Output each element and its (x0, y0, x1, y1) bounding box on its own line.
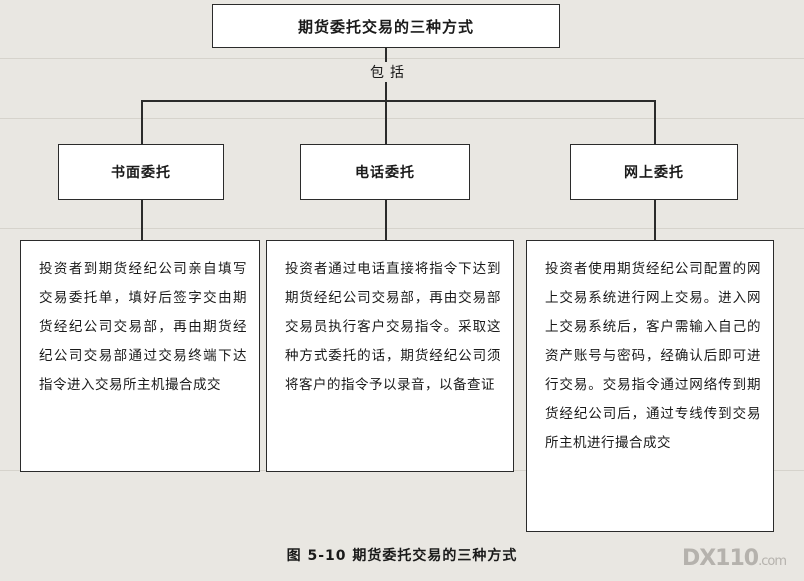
branch-connector-2 (385, 100, 387, 144)
method-label: 电话委托 (355, 165, 415, 181)
watermark-logo: DX110.com (681, 546, 787, 571)
method-node-online: 网上委托 (570, 144, 738, 200)
method-detail-online: 投资者使用期货经纪公司配置的网上交易系统进行网上交易。进入网上交易系统后，客户需… (526, 240, 774, 532)
detail-connector-3 (654, 200, 656, 240)
watermark-main: DX110 (681, 546, 759, 571)
method-description: 投资者使用期货经纪公司配置的网上交易系统进行网上交易。进入网上交易系统后，客户需… (545, 261, 761, 451)
bg-line (0, 228, 804, 229)
method-node-written: 书面委托 (58, 144, 224, 200)
detail-connector-1 (141, 200, 143, 240)
relation-label: 包括 (366, 62, 414, 82)
method-description: 投资者通过电话直接将指令下达到期货经纪公司交易部，再由交易部交易员执行客户交易指… (285, 261, 501, 393)
branch-bus (141, 100, 655, 102)
method-description: 投资者到期货经纪公司亲自填写交易委托单，填好后签字交由期货经纪公司交易部，再由期… (39, 261, 247, 393)
figure-caption: 图 5-10 期货委托交易的三种方式 (286, 548, 518, 564)
detail-connector-2 (385, 200, 387, 240)
watermark-suffix: .com (758, 554, 787, 569)
method-node-phone: 电话委托 (300, 144, 470, 200)
root-node: 期货委托交易的三种方式 (212, 4, 560, 48)
branch-connector-3 (654, 100, 656, 144)
method-detail-phone: 投资者通过电话直接将指令下达到期货经纪公司交易部，再由交易部交易员执行客户交易指… (266, 240, 514, 472)
method-detail-written: 投资者到期货经纪公司亲自填写交易委托单，填好后签字交由期货经纪公司交易部，再由期… (20, 240, 260, 472)
branch-connector-1 (141, 100, 143, 144)
method-label: 书面委托 (111, 165, 171, 181)
bg-line (0, 58, 804, 59)
bg-line (0, 118, 804, 119)
root-label: 期货委托交易的三种方式 (297, 17, 474, 36)
method-label: 网上委托 (624, 165, 684, 181)
